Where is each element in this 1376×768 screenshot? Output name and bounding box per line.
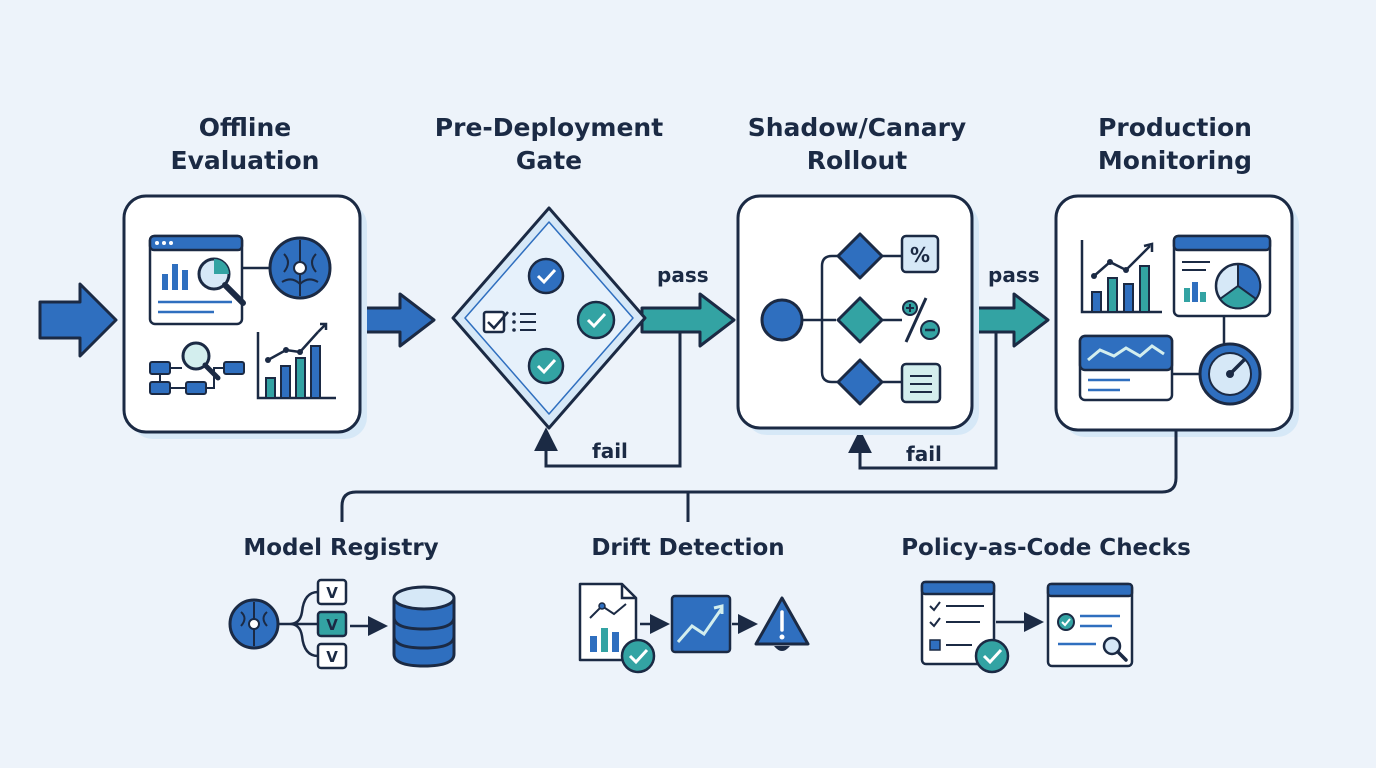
shadow-canary-rollout-box: % [736, 194, 979, 435]
version-badge: V [316, 642, 348, 670]
version-label: V [326, 616, 338, 634]
stage-title-shadow-canary-rollout: Shadow/Canary Rollout [747, 113, 967, 175]
dashboard-window-icon [148, 234, 244, 326]
warning-icon [754, 596, 810, 651]
bar-chart-icon [256, 322, 336, 400]
fail-loop-rollout [848, 332, 998, 470]
policy-as-code-icons [920, 580, 1134, 674]
production-monitoring-box [1054, 194, 1299, 437]
connector-monitoring-to-bottom [340, 430, 1178, 522]
drift-detection-icons [578, 582, 810, 674]
routing-diamond-icon [836, 232, 884, 280]
model-graph-icon [149, 341, 245, 395]
routing-diamond-icon [836, 296, 884, 344]
database-icon [392, 585, 456, 668]
fail-label: fail [906, 442, 942, 466]
pass-label: pass [657, 263, 709, 287]
checklist-icon [482, 310, 536, 334]
policy-as-code-checks-title: Policy-as-Code Checks [901, 535, 1191, 561]
entry-arrow [38, 282, 118, 358]
version-label: V [326, 584, 338, 602]
magnifier-icon [197, 257, 246, 306]
version-label: V [326, 648, 338, 666]
stage-title-production-monitoring: Production Monitoring [1097, 113, 1253, 175]
stage-title-pre-deployment-gate: Pre-Deployment Gate [434, 113, 664, 175]
percent-tile-icon: % [900, 234, 940, 274]
report-document-icon [578, 582, 638, 662]
pass-arrow-gate-to-rollout [640, 292, 736, 348]
fail-label: fail [592, 439, 628, 463]
brain-icon [228, 598, 280, 650]
check-circle-icon [527, 257, 565, 295]
traffic-source-icon [760, 298, 804, 342]
pie-dashboard-icon [1172, 234, 1272, 318]
check-circle-icon [527, 347, 565, 385]
trend-chart-icon [670, 594, 732, 654]
line-chart-icon [1080, 240, 1162, 314]
model-registry-title: Model Registry [243, 535, 439, 561]
routing-diamond-icon [836, 358, 884, 406]
pass-arrow-rollout-to-monitoring [972, 292, 1050, 348]
check-circle-icon [620, 638, 656, 674]
version-badge: V [316, 578, 348, 606]
metrics-panel-icon [1078, 334, 1174, 402]
pre-deployment-gate-diamond [451, 206, 647, 430]
model-registry-icons: V V V [228, 578, 456, 670]
version-badge: V [316, 610, 348, 638]
arrow-evaluation-to-gate [360, 292, 436, 348]
checklist-window-icon [920, 580, 996, 666]
check-circle-icon [974, 638, 1010, 674]
offline-evaluation-box [122, 194, 367, 439]
fail-loop-gate [534, 332, 682, 468]
brain-icon [268, 236, 332, 300]
gauge-icon [1198, 342, 1262, 406]
traffic-split-icon [902, 297, 940, 343]
percent-glyph: % [910, 243, 930, 267]
check-circle-icon [576, 300, 616, 340]
document-tile-icon [900, 362, 942, 404]
stage-title-offline-evaluation: Offline Evaluation [170, 113, 320, 175]
pass-label: pass [988, 263, 1040, 287]
inspection-window-icon [1046, 582, 1134, 668]
drift-detection-title: Drift Detection [591, 535, 785, 561]
